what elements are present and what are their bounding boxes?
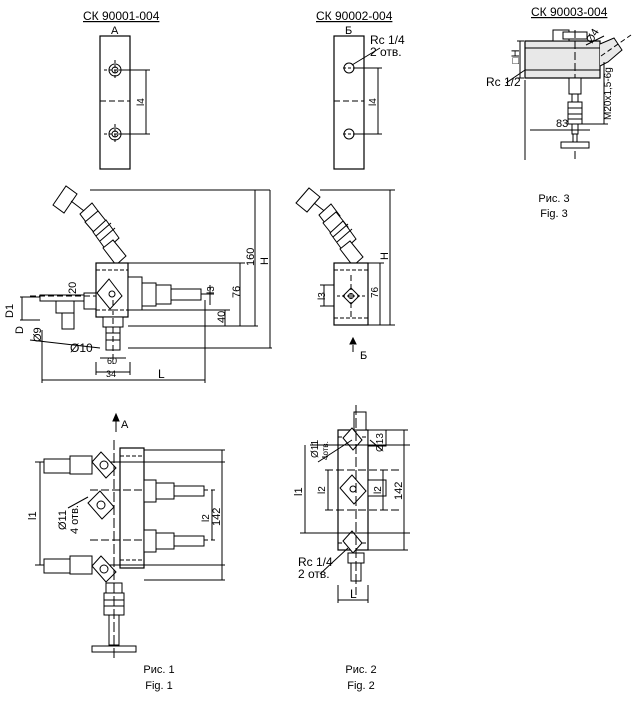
- label-l2-fig2-right: l2: [373, 486, 384, 494]
- fig1-front-view: [20, 185, 272, 383]
- label-D1: D1: [4, 304, 16, 318]
- view-a-plate: [99, 35, 150, 170]
- label-L-front: L: [158, 367, 165, 381]
- label-76-front: 76: [231, 286, 243, 298]
- label-34: 34: [106, 369, 116, 379]
- label-two-holes-top: 2 отв.: [370, 45, 402, 59]
- label-l4-b: l4: [368, 98, 379, 106]
- fig2-side-view: [295, 187, 395, 352]
- label-L-fig2: L: [350, 587, 357, 601]
- label-142-fig2: 142: [393, 482, 405, 500]
- title-fig2: СК 90002-004: [316, 9, 393, 23]
- label-view-a-arrow: А: [121, 419, 129, 431]
- label-d13: Ø13: [375, 433, 386, 452]
- label-l3-side: l3: [317, 292, 328, 300]
- view-b-plate: [333, 35, 382, 170]
- label-rc12: Rc 1/2: [486, 75, 521, 89]
- label-D: D: [14, 326, 26, 334]
- label-20: 20: [67, 282, 79, 294]
- label-l2-fig1: l2: [201, 514, 212, 522]
- label-rc14-bottom: Rc 1/4: [298, 555, 333, 569]
- label-two-holes-bottom: 2 отв.: [298, 567, 330, 581]
- fig2-top-view: [300, 405, 410, 603]
- label-view-b-arrow: Б: [360, 350, 367, 362]
- label-d11-fig1: Ø11: [57, 510, 69, 530]
- label-60: 60: [107, 356, 117, 366]
- fig1-top-view: [35, 412, 225, 660]
- fig3-drawing: [505, 29, 632, 160]
- caption-fig1-ru: Рис. 1: [143, 664, 175, 676]
- label-40: 40: [216, 311, 228, 323]
- label-H-front: H: [259, 257, 271, 265]
- label-m20: M20x1,5-6g: [603, 67, 614, 120]
- label-4-holes-fig1: 4 отв.: [69, 505, 81, 534]
- label-view-b: Б: [345, 25, 352, 37]
- label-l1-fig2: l1: [293, 487, 305, 496]
- label-view-a: А: [111, 25, 119, 37]
- label-160: 160: [245, 248, 257, 266]
- label-4-holes-fig2: 4отв.: [321, 441, 330, 460]
- label-sq-h: □H: [510, 49, 522, 64]
- caption-fig3-en: Fig. 3: [540, 208, 568, 220]
- drawing-labels: СК 90001-004 СК 90002-004 СК 90003-004 А…: [4, 5, 614, 601]
- label-76-side: 76: [370, 286, 381, 298]
- label-d10: Ø10: [70, 341, 93, 355]
- caption-fig2-ru: Рис. 2: [345, 664, 377, 676]
- label-rc14-top: Rc 1/4: [370, 33, 405, 47]
- label-d9: Ø9: [32, 327, 44, 342]
- label-l3-front: l3: [206, 286, 217, 294]
- label-l2-fig2-left: l2: [317, 486, 328, 494]
- title-fig1: СК 90001-004: [83, 9, 160, 23]
- label-142-fig1: 142: [211, 508, 223, 526]
- caption-fig1-en: Fig. 1: [145, 680, 173, 692]
- caption-fig2-en: Fig. 2: [347, 680, 375, 692]
- title-fig3: СК 90003-004: [531, 5, 608, 19]
- label-d11-fig2: Ø11: [310, 439, 321, 458]
- label-l4-a: l4: [136, 98, 147, 106]
- label-H-side: H: [379, 252, 391, 260]
- label-l1-fig1: l1: [27, 511, 39, 520]
- caption-fig3-ru: Рис. 3: [538, 193, 570, 205]
- label-83: 83: [556, 118, 568, 130]
